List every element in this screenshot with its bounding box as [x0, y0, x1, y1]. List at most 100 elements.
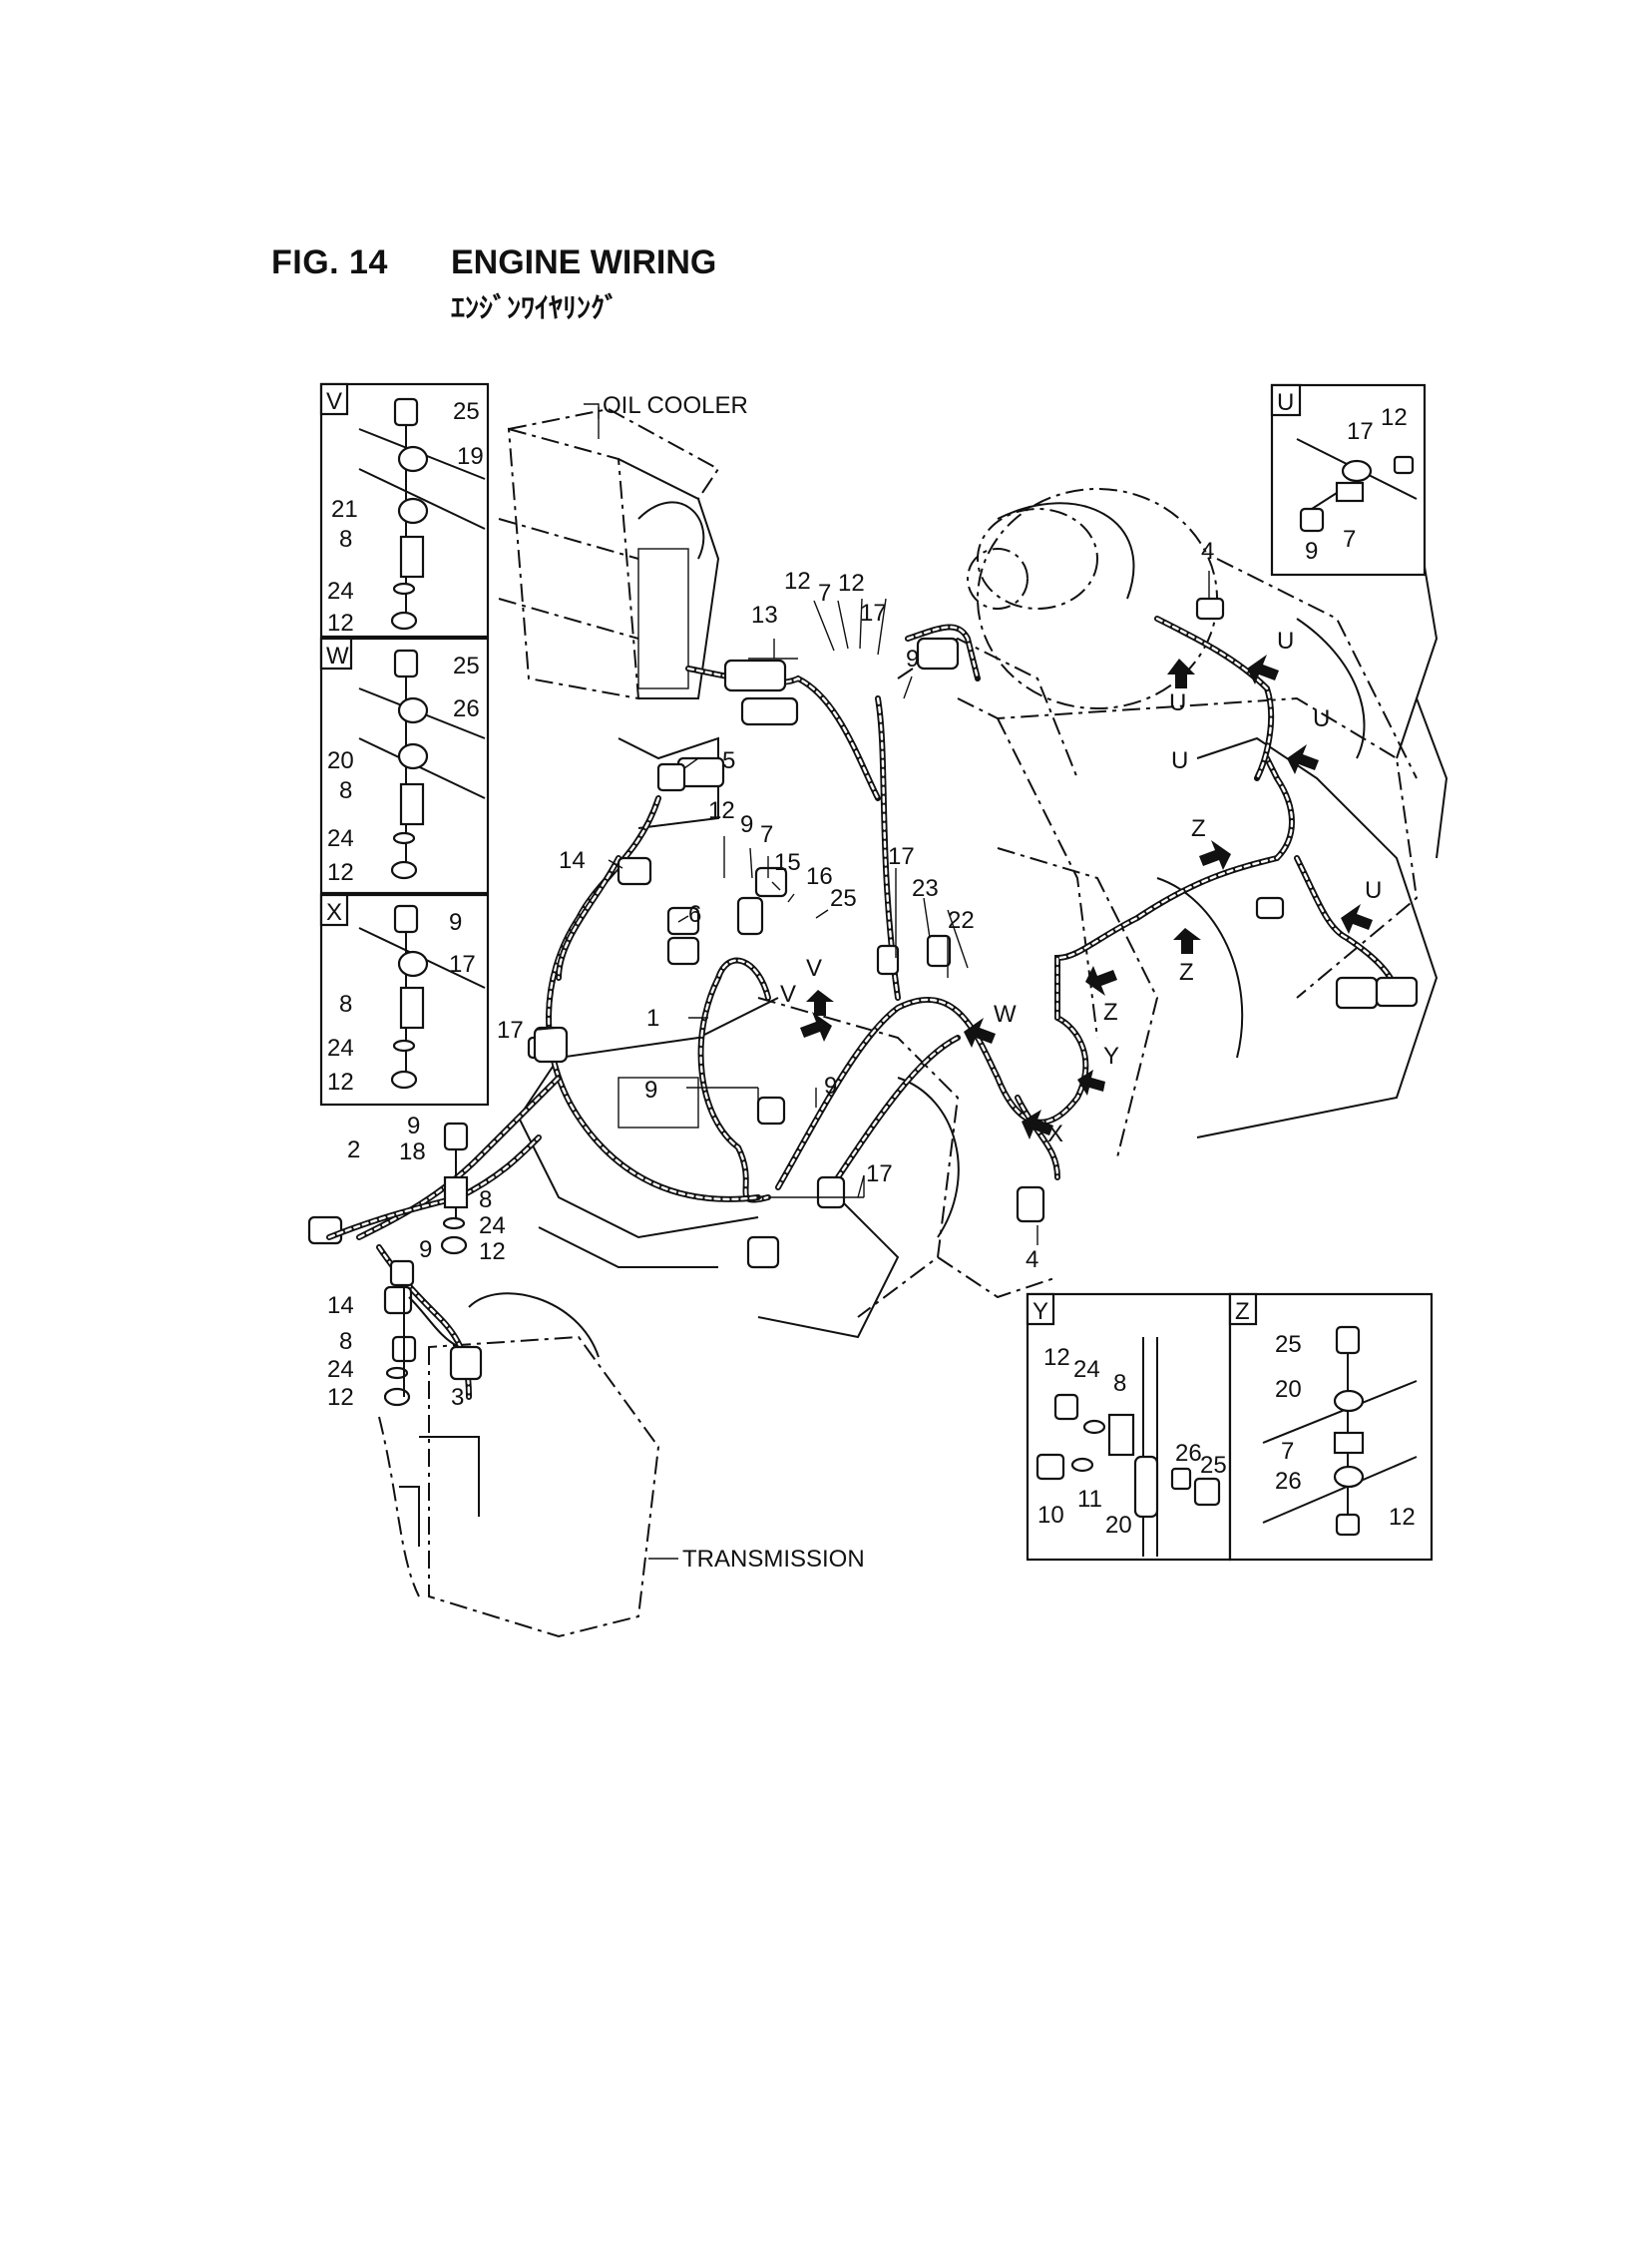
detail-z-label-3: 7	[1281, 1438, 1294, 1465]
harness-connectors	[307, 597, 1419, 1381]
callout-1: 1	[646, 1005, 659, 1032]
detail-u-label-2: 12	[1381, 404, 1408, 431]
callout-4-a: 4	[1201, 538, 1214, 565]
callout-22: 22	[948, 907, 975, 934]
callout-16: 16	[806, 863, 833, 890]
callout-7-b: 7	[760, 821, 773, 848]
callout-9-e: 9	[419, 1236, 432, 1263]
view-arrow-z-1-label: Z	[1191, 815, 1206, 842]
callout-17-d: 17	[866, 1160, 893, 1187]
view-arrow-z-3-label: Z	[1103, 999, 1118, 1026]
detail-u-label-4: 7	[1343, 526, 1356, 553]
view-arrow-z-2-label: Z	[1179, 959, 1194, 986]
callout-8-b: 8	[339, 1328, 352, 1355]
detail-w-letter: W	[326, 643, 349, 670]
detail-y-label-1: 12	[1043, 1344, 1070, 1371]
callout-9-f: 9	[824, 1073, 837, 1100]
detail-u-label-3: 9	[1305, 538, 1318, 565]
detail-view-v: V 25 19 21 8 24 12	[319, 382, 490, 639]
detail-v-letter: V	[326, 388, 342, 415]
callout-15: 15	[774, 849, 801, 876]
callout-7-a: 7	[818, 580, 831, 607]
detail-u-label-1: 17	[1347, 418, 1374, 445]
detail-x-label-2: 17	[449, 951, 476, 978]
transmission-label: TRANSMISSION	[682, 1546, 865, 1573]
callout-13: 13	[751, 602, 778, 629]
view-arrow-u-1	[1167, 659, 1195, 688]
wiring-harness-main	[356, 616, 1400, 1400]
view-arrow-u-4-label: U	[1365, 877, 1382, 904]
view-arrow-y-label: Y	[1103, 1043, 1119, 1070]
callout-2: 2	[347, 1136, 360, 1163]
oil-cooler-label: OIL COOLER	[603, 392, 748, 419]
view-arrow-u-2-label: U	[1277, 628, 1294, 655]
detail-view-u: U 17 12 9 7	[1270, 383, 1427, 577]
detail-x-label-1: 9	[449, 909, 462, 936]
view-arrow-u-4	[1341, 904, 1373, 934]
view-arrow-x	[1022, 1110, 1053, 1139]
view-arrow-u-1-label: U	[1169, 689, 1186, 716]
callout-24-a: 24	[479, 1212, 506, 1239]
callout-17-a: 17	[860, 600, 887, 627]
figure-subtitle-japanese: ｴﾝｼﾞﾝﾜｲﾔﾘﾝｸﾞ	[451, 291, 620, 324]
view-arrows: U U U U Z Z Z V V W Y X U	[780, 628, 1382, 1147]
callout-9-a: 9	[906, 646, 919, 673]
detail-w-label-6: 12	[327, 859, 354, 886]
detail-v-label-6: 12	[327, 610, 354, 637]
view-arrow-z-3	[1085, 966, 1117, 996]
detail-v-label-2: 19	[457, 443, 484, 470]
callout-25: 25	[830, 885, 857, 912]
view-arrow-u-3-label: U	[1313, 705, 1330, 732]
figure-number: FIG. 14	[271, 243, 388, 281]
view-arrow-v-2	[806, 990, 834, 1016]
detail-v-label-1: 25	[453, 398, 480, 425]
view-arrow-y	[1077, 1070, 1105, 1096]
figure-title: ENGINE WIRING	[451, 243, 717, 281]
main-callouts: 12 7 12 17 13 9 4 5 14 6 12 9 7 15 16 25…	[327, 538, 1214, 1411]
detail-v-label-5: 24	[327, 578, 354, 605]
detail-v-label-4: 8	[339, 526, 352, 553]
detail-z-label-4: 26	[1275, 1468, 1302, 1495]
view-arrow-w	[964, 1018, 996, 1048]
callout-9-c: 9	[644, 1077, 657, 1104]
detail-view-w: W 25 26 20 8 24 12	[319, 637, 490, 895]
callout-24-b: 24	[327, 1356, 354, 1383]
detail-z-label-1: 25	[1275, 1331, 1302, 1358]
view-arrow-v-1-label: V	[780, 981, 796, 1008]
ground-cable-assembly	[326, 1122, 542, 1407]
view-arrow-x-label: X	[1047, 1121, 1063, 1147]
detail-v-label-3: 21	[331, 496, 358, 523]
detail-x-letter: X	[326, 899, 342, 926]
detail-u-letter: U	[1277, 389, 1294, 416]
detail-y-letter: Y	[1032, 1298, 1048, 1325]
callout-18: 18	[399, 1138, 426, 1165]
callout-4-b: 4	[1026, 1246, 1038, 1273]
callout-12-c: 12	[708, 797, 735, 824]
callout-17-c: 17	[497, 1017, 524, 1044]
callout-12-d: 12	[479, 1238, 506, 1265]
callout-14-b: 14	[327, 1292, 354, 1319]
callout-5: 5	[722, 747, 735, 774]
detail-x-label-5: 12	[327, 1069, 354, 1096]
view-arrow-z-2	[1173, 928, 1201, 954]
detail-w-label-2: 26	[453, 695, 480, 722]
callout-6: 6	[688, 901, 701, 928]
detail-x-label-3: 8	[339, 991, 352, 1018]
callout-23: 23	[912, 875, 939, 902]
engine-block-outline	[897, 488, 1448, 1158]
callout-17-b: 17	[888, 843, 915, 870]
view-arrow-u-2	[1247, 655, 1279, 684]
view-arrow-v-1	[800, 1012, 832, 1042]
detail-w-label-4: 8	[339, 777, 352, 804]
detail-x-label-4: 24	[327, 1035, 354, 1062]
detail-y-label-4: 26	[1175, 1440, 1202, 1467]
detail-w-label-5: 24	[327, 825, 354, 852]
detail-view-z: Z 25 20 7 26 12	[1228, 1292, 1434, 1562]
detail-z-label-5: 12	[1389, 1504, 1416, 1531]
callout-12-b: 12	[838, 570, 865, 597]
detail-w-label-1: 25	[453, 653, 480, 680]
callout-8-a: 8	[479, 1186, 492, 1213]
detail-y-label-7: 11	[1077, 1486, 1102, 1513]
callout-12-a: 12	[784, 568, 811, 595]
